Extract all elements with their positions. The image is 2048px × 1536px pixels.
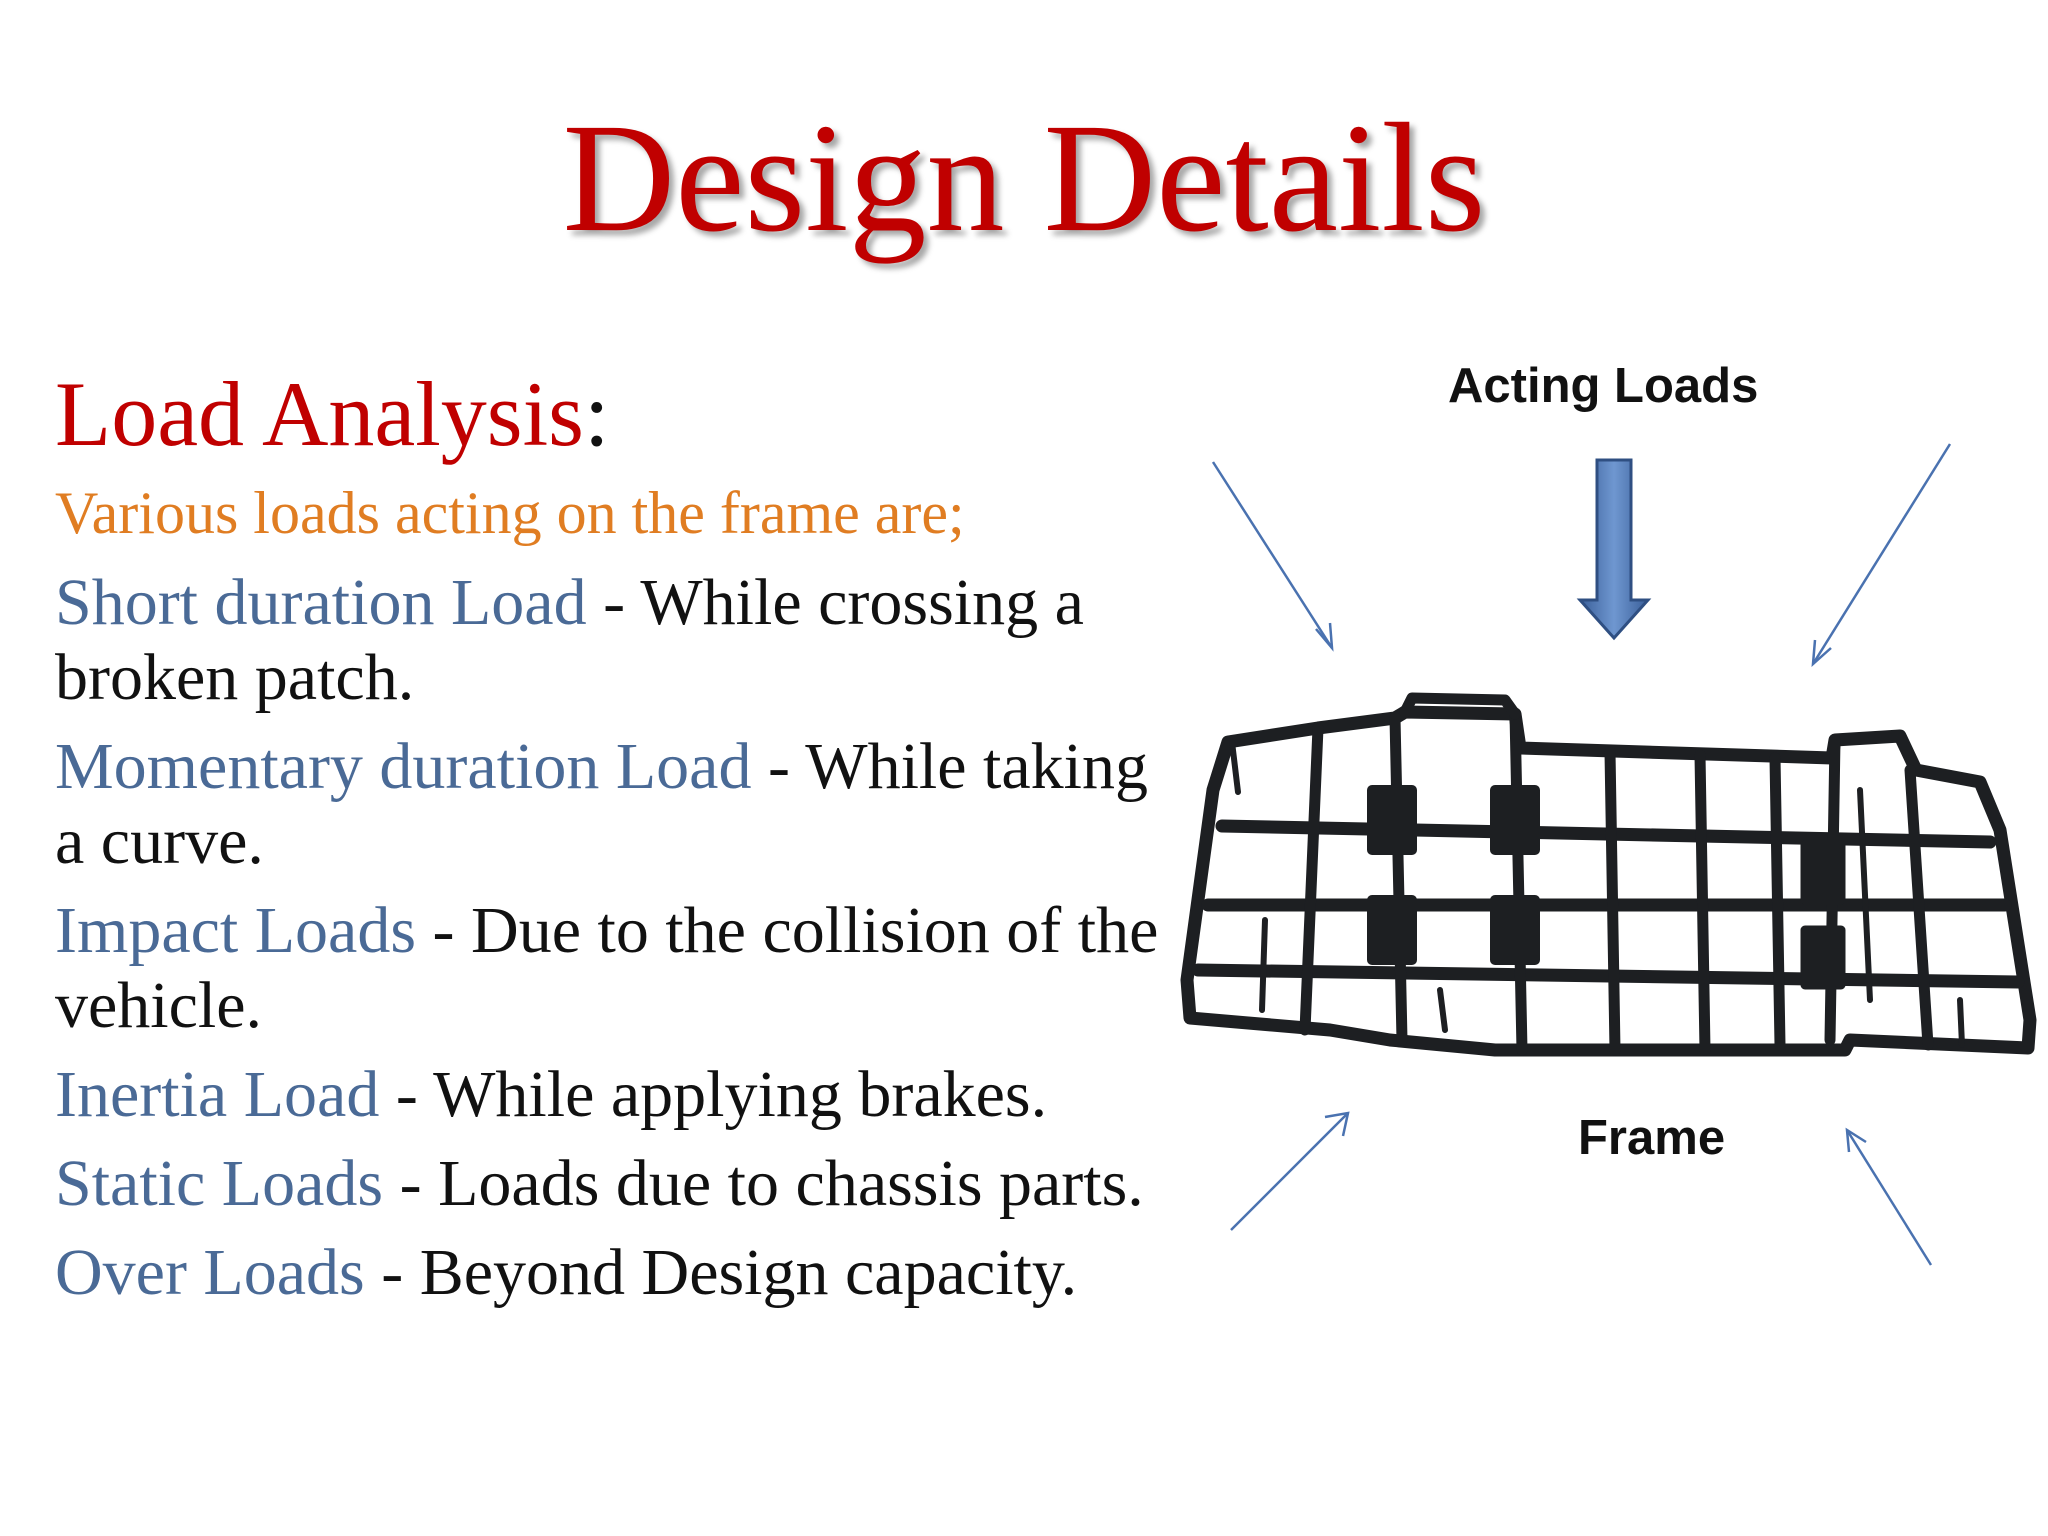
- chassis-frame-image: [1180, 692, 2037, 1057]
- list-item: Inertia Load - While applying brakes.: [55, 1057, 1185, 1132]
- down-arrow-icon: [1576, 458, 1652, 641]
- load-separator: -: [364, 1236, 420, 1309]
- list-item: Short duration Load - While crossing a br…: [55, 565, 1185, 715]
- slide-title: Design Details: [562, 91, 1486, 264]
- load-term: Over Loads: [55, 1236, 365, 1309]
- load-separator: -: [383, 1147, 439, 1220]
- list-item: Momentary duration Load - While taking a …: [55, 729, 1185, 879]
- section-heading-text: Load Analysis: [55, 363, 584, 465]
- load-description: Due to the collision of the: [471, 894, 1159, 967]
- load-term: Static Loads: [55, 1147, 384, 1220]
- diagonal-arrow-icon: [1845, 1127, 1933, 1266]
- diagonal-arrow-icon: [1811, 443, 1952, 668]
- load-description: While crossing a: [640, 566, 1084, 639]
- list-item: Static Loads - Loads due to chassis part…: [55, 1146, 1185, 1221]
- load-list: Short duration Load - While crossing a br…: [55, 565, 1185, 1324]
- list-item: Impact Loads - Due to the collision of t…: [55, 893, 1185, 1043]
- load-separator: -: [379, 1058, 434, 1131]
- section-heading-colon: :: [583, 363, 610, 465]
- diagonal-arrow-icon: [1211, 461, 1334, 652]
- load-description: While applying brakes.: [433, 1058, 1048, 1131]
- load-term: Momentary duration Load: [55, 730, 752, 803]
- diagonal-arrow-icon: [1230, 1111, 1350, 1231]
- load-term: Inertia Load: [55, 1058, 380, 1131]
- acting-loads-label: Acting Loads: [1448, 359, 1759, 413]
- load-separator: -: [416, 894, 472, 967]
- load-description-continued: vehicle.: [55, 969, 263, 1042]
- load-term: Impact Loads: [55, 894, 417, 967]
- load-separator: -: [586, 566, 641, 639]
- load-description: While taking: [805, 730, 1149, 803]
- load-separator: -: [751, 730, 806, 803]
- load-description-continued: broken patch.: [55, 641, 415, 714]
- intro-text: Various loads acting on the frame are;: [55, 480, 965, 546]
- load-description: Beyond Design capacity.: [419, 1236, 1078, 1309]
- section-heading: Load Analysis:: [55, 368, 610, 460]
- load-description-continued: a curve.: [55, 805, 264, 878]
- load-term: Short duration Load: [55, 566, 587, 639]
- frame-label: Frame: [1578, 1111, 1726, 1165]
- load-description: Loads due to chassis parts.: [438, 1147, 1144, 1220]
- list-item: Over Loads - Beyond Design capacity.: [55, 1235, 1185, 1310]
